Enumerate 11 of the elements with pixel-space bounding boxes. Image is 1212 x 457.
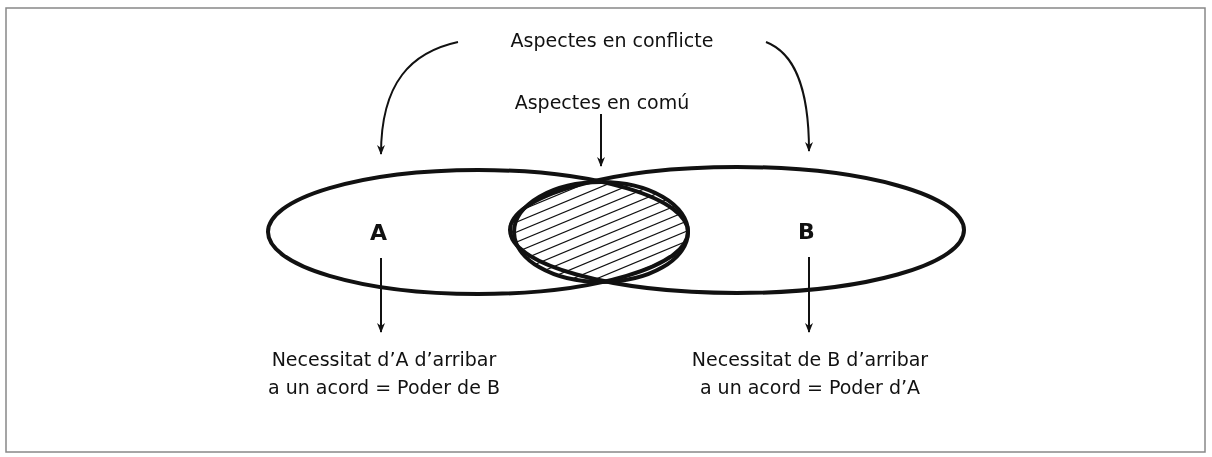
arrow [765, 41, 813, 152]
arrow [805, 256, 813, 333]
heading-label: Aspectes en comú [482, 88, 722, 116]
heading-label: Aspectes en conflicte [462, 26, 762, 54]
caption-text: Necessitat de B d’arribar a un acord = Poder d’A [690, 345, 930, 401]
letter-label: A [370, 220, 388, 245]
arrow [377, 41, 459, 155]
caption-text: Necessitat d’A d’arribar a un acord = Poder de B [264, 345, 504, 401]
arrow [377, 257, 385, 333]
arrow [597, 113, 605, 167]
letter-label: B [798, 219, 815, 244]
